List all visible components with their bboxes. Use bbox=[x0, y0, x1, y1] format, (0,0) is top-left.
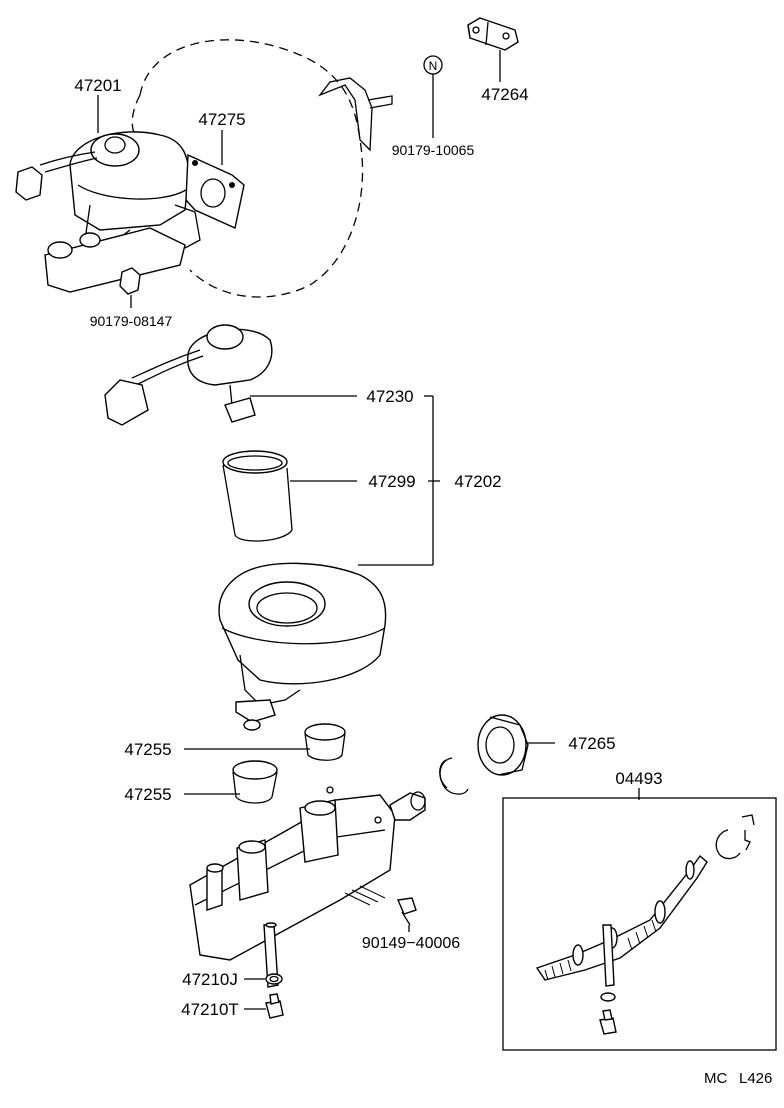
grommet-47255-upper bbox=[304, 723, 346, 761]
label-47210T: 47210T bbox=[181, 1000, 239, 1019]
master-cylinder-body bbox=[189, 786, 426, 961]
label-47255-upper: 47255 bbox=[124, 740, 171, 759]
reservoir-47202 bbox=[218, 562, 387, 731]
plug-47210T bbox=[265, 993, 284, 1019]
label-47264: 47264 bbox=[481, 85, 528, 104]
bracket-47264 bbox=[467, 17, 519, 51]
strainer-47299 bbox=[222, 450, 293, 542]
label-47210J: 47210J bbox=[182, 970, 238, 989]
snap-ring bbox=[439, 757, 469, 795]
diagram-footer: MC L426 bbox=[704, 1070, 772, 1087]
leader-lines bbox=[97, 50, 640, 1010]
footer-code-right: L426 bbox=[739, 1070, 772, 1087]
label-47275: 47275 bbox=[198, 110, 245, 129]
bolt-90149-40006 bbox=[396, 897, 417, 926]
grommet-47255-lower bbox=[232, 760, 278, 804]
label-47255-lower: 47255 bbox=[124, 785, 171, 804]
label-04493: 04493 bbox=[615, 769, 662, 788]
label-47230: 47230 bbox=[366, 387, 413, 406]
label-90149-40006: 90149−40006 bbox=[362, 935, 460, 952]
footer-code-left: MC bbox=[704, 1070, 727, 1087]
o-ring-47210J bbox=[265, 973, 283, 985]
marker-symbol: N bbox=[429, 59, 438, 73]
reservoir-cap-47230 bbox=[104, 324, 273, 426]
label-47201: 47201 bbox=[74, 76, 121, 95]
part-labels: 47201 47275 90179-10065 47264 90179-0814… bbox=[74, 76, 662, 1019]
repair-kit-box bbox=[502, 797, 777, 1051]
cup-47265 bbox=[477, 714, 529, 776]
label-47299: 47299 bbox=[368, 472, 415, 491]
label-90179-08147: 90179-08147 bbox=[90, 313, 173, 329]
label-47265: 47265 bbox=[568, 734, 615, 753]
tube-47210 bbox=[263, 922, 279, 988]
new-part-marker: N bbox=[423, 55, 443, 75]
master-cylinder-assembly-top bbox=[15, 131, 201, 295]
gasket-47275 bbox=[185, 153, 245, 229]
label-90179-10065: 90179-10065 bbox=[392, 142, 475, 158]
label-47202: 47202 bbox=[454, 472, 501, 491]
